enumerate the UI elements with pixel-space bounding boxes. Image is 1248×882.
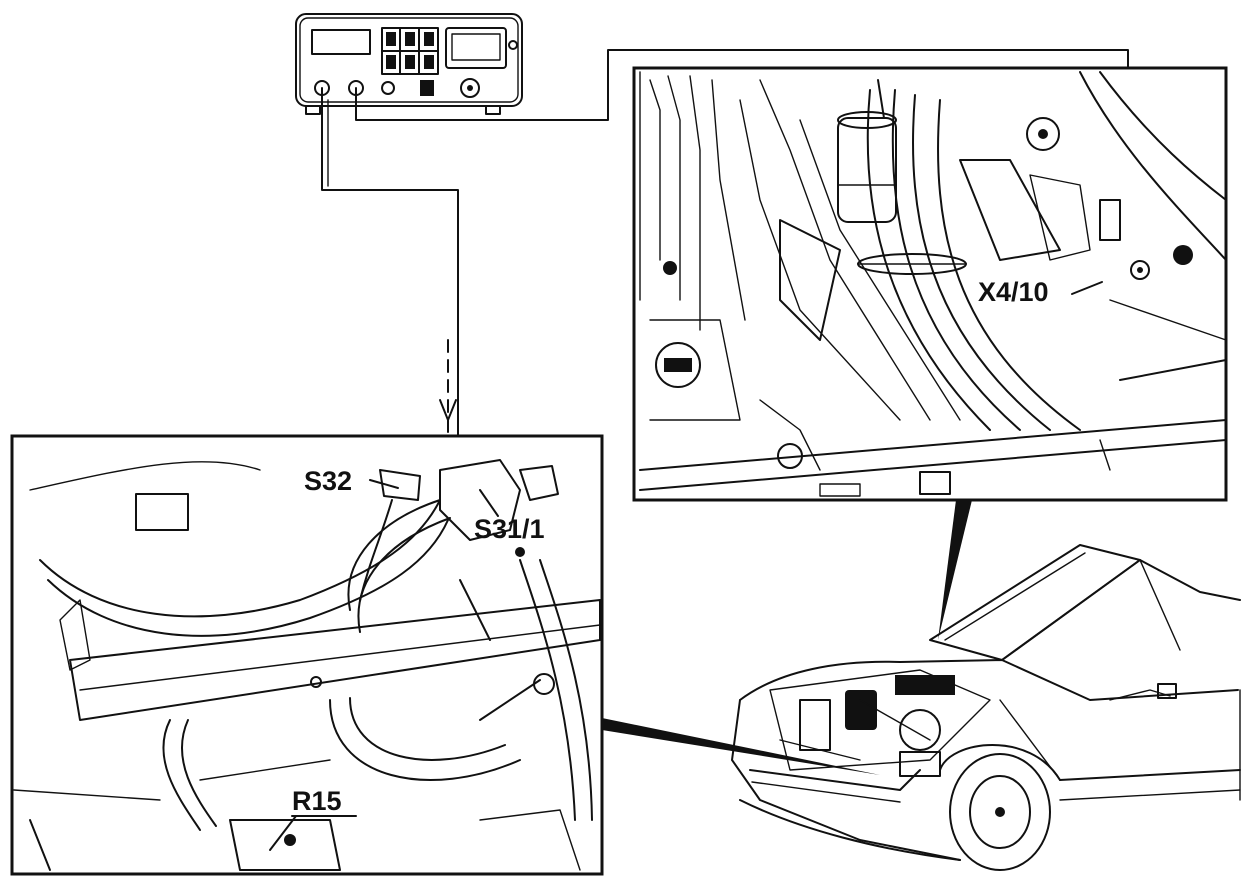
label-s32: S32 xyxy=(304,466,352,496)
label-x4-10: X4/10 xyxy=(978,277,1049,307)
detail-view-engine-bay: S32 S31/1 R15 xyxy=(10,434,604,876)
label-s31-1: S31/1 xyxy=(474,514,545,544)
label-r15: R15 xyxy=(292,786,342,816)
tester-device xyxy=(295,13,523,115)
car-illustration xyxy=(731,544,1241,871)
detail-view-x4-10: X4/10 xyxy=(632,66,1228,502)
pointer-wedges xyxy=(602,500,972,775)
